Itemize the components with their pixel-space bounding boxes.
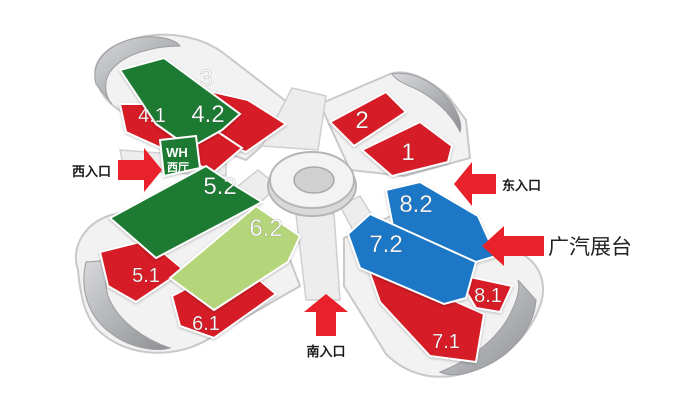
roof-canopies: [83, 36, 537, 376]
hall-1[interactable]: [360, 120, 454, 178]
hall-label-6-2: 6.2: [249, 215, 282, 242]
hall-2[interactable]: [328, 90, 408, 148]
hall-7-2[interactable]: [346, 212, 478, 306]
hall-west-wh[interactable]: [158, 134, 202, 178]
south-entrance-label: 南入口: [306, 344, 345, 360]
hall-label-8-1: 8.1: [474, 285, 502, 307]
south-entrance-arrow[interactable]: [304, 294, 348, 336]
hall-label-8-2: 8.2: [399, 191, 432, 218]
west-entrance-arrow[interactable]: [118, 148, 162, 192]
booth-callout-label: 广汽展台: [548, 235, 632, 259]
east-entrance-label: 东入口: [502, 178, 541, 194]
hall-group-northeast: 2 1: [328, 90, 454, 178]
east-entrance-arrow[interactable]: [454, 162, 496, 206]
booth-callout: 广汽展台: [482, 226, 632, 266]
hall-group-southeast: 8.2 7.2 8.1 7.1: [346, 180, 514, 364]
west-entrance-label: 西入口: [72, 165, 111, 180]
hall-6-2[interactable]: [168, 204, 302, 312]
hall-4-2[interactable]: [118, 56, 242, 150]
roof-northeast: [391, 72, 462, 134]
hall-label-2: 2: [355, 107, 368, 134]
hall-label-7-1: 7.1: [432, 331, 460, 353]
west-hall-label-cn: 西厅: [167, 161, 189, 174]
roof-southwest: [83, 259, 172, 350]
hall-label-3: 3: [199, 65, 212, 92]
central-ring: [267, 151, 357, 217]
booth-callout-arrow[interactable]: [482, 226, 544, 266]
hall-label-1: 1: [401, 139, 414, 166]
roof-northwest: [94, 36, 181, 105]
hall-group-northwest: 3 4.2 4.1 WH 西厅: [118, 56, 288, 178]
entrance-markers: 西入口 东入口 南入口: [72, 148, 541, 360]
hall-label-4-2: 4.2: [191, 101, 224, 128]
hall-5-2[interactable]: [108, 164, 265, 260]
hall-label-7-2: 7.2: [369, 231, 402, 258]
west-hall-label-wh: WH: [166, 145, 188, 160]
hall-label-5-1: 5.1: [132, 265, 160, 287]
hall-7-1[interactable]: [364, 260, 486, 364]
roof-southeast: [438, 279, 537, 376]
hall-group-southwest: 5.2 6.2 5.1 6.1: [98, 164, 302, 340]
hall-label-5-2: 5.2: [203, 173, 236, 200]
hall-label-4-1: 4.1: [138, 105, 166, 127]
hall-label-6-1: 6.1: [192, 313, 220, 335]
